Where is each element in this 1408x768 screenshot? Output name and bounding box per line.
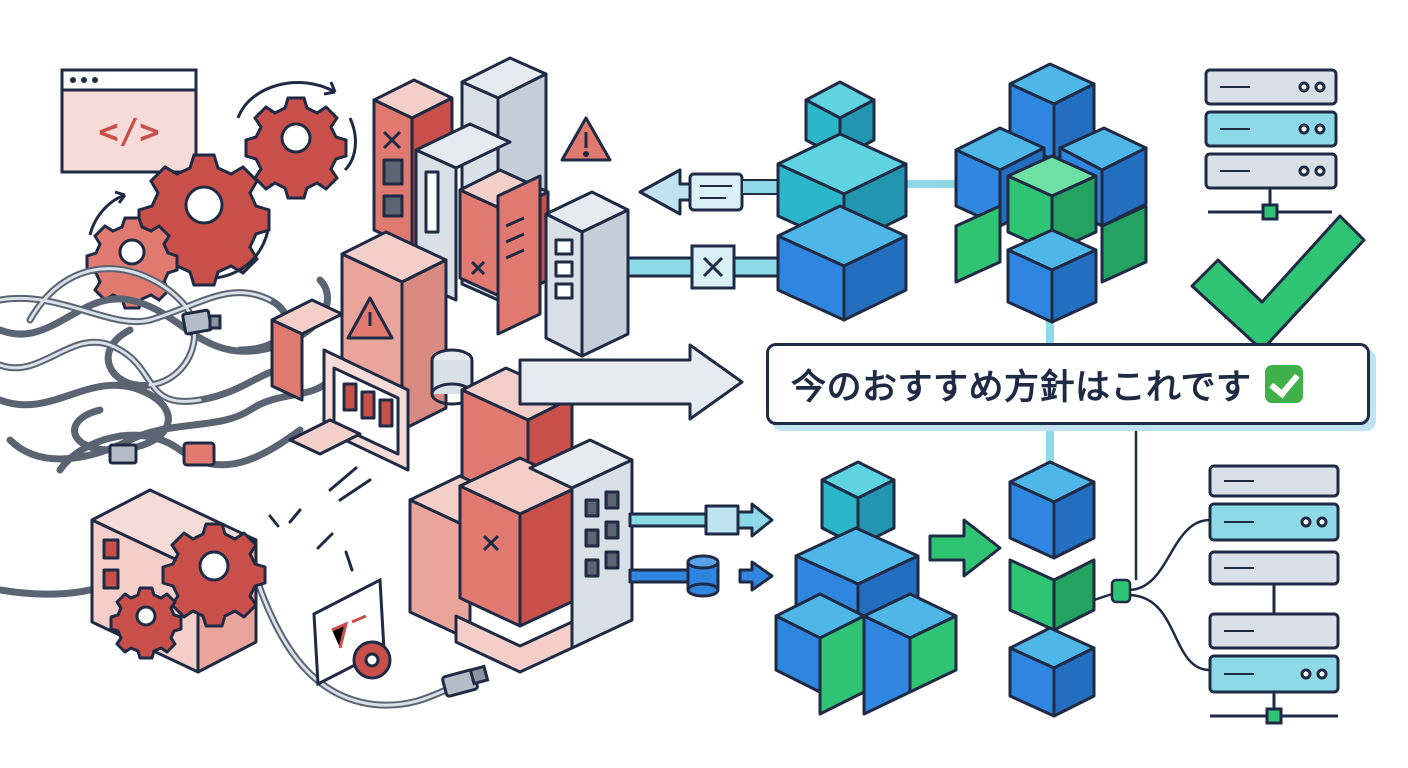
cube-stack (776, 80, 908, 322)
server-rack-icon (1204, 68, 1338, 221)
recommendation-callout: 今のおすすめ方針はこれです (766, 343, 1370, 425)
callout-text: 今のおすすめ方針はこれです (791, 367, 1252, 408)
legacy-server-cluster (372, 56, 630, 358)
arrow-right-icon (928, 518, 1002, 578)
database-icon (686, 554, 720, 598)
gear-icon (85, 216, 179, 310)
gear-icon (244, 96, 348, 200)
rotation-arrows (88, 81, 357, 280)
checkmark-icon (1190, 214, 1366, 352)
legacy-monolith (270, 230, 474, 472)
cube-stack (954, 62, 1148, 324)
crack-lines (268, 466, 372, 572)
broken-document-icon (312, 577, 392, 687)
legacy-blocks-bottom (408, 366, 634, 674)
code-window-icon: </> (60, 68, 198, 174)
migration-arrow-main (518, 343, 744, 421)
network-hub (1093, 425, 1211, 672)
cube-stack (774, 460, 958, 716)
server-rack-icon (1208, 464, 1340, 725)
legacy-gear-box (90, 488, 267, 674)
arrow-left-icon (638, 168, 783, 216)
check-badge-icon (1265, 365, 1304, 403)
code-window-glyph: </> (98, 112, 159, 152)
cube-stack (1008, 460, 1096, 718)
cable-plugs (108, 308, 490, 698)
gear-icon (137, 153, 271, 287)
